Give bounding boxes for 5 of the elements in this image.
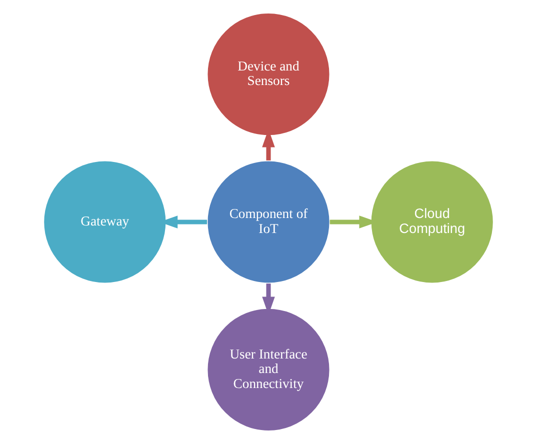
- node-circle: Cloud Computing: [370, 160, 494, 284]
- node-circle: Device and Sensors: [206, 12, 330, 136]
- node-circle: Component of IoT: [206, 160, 330, 284]
- node-circle: User Interface and Connectivity: [206, 308, 330, 432]
- node-circle: Gateway: [42, 160, 167, 284]
